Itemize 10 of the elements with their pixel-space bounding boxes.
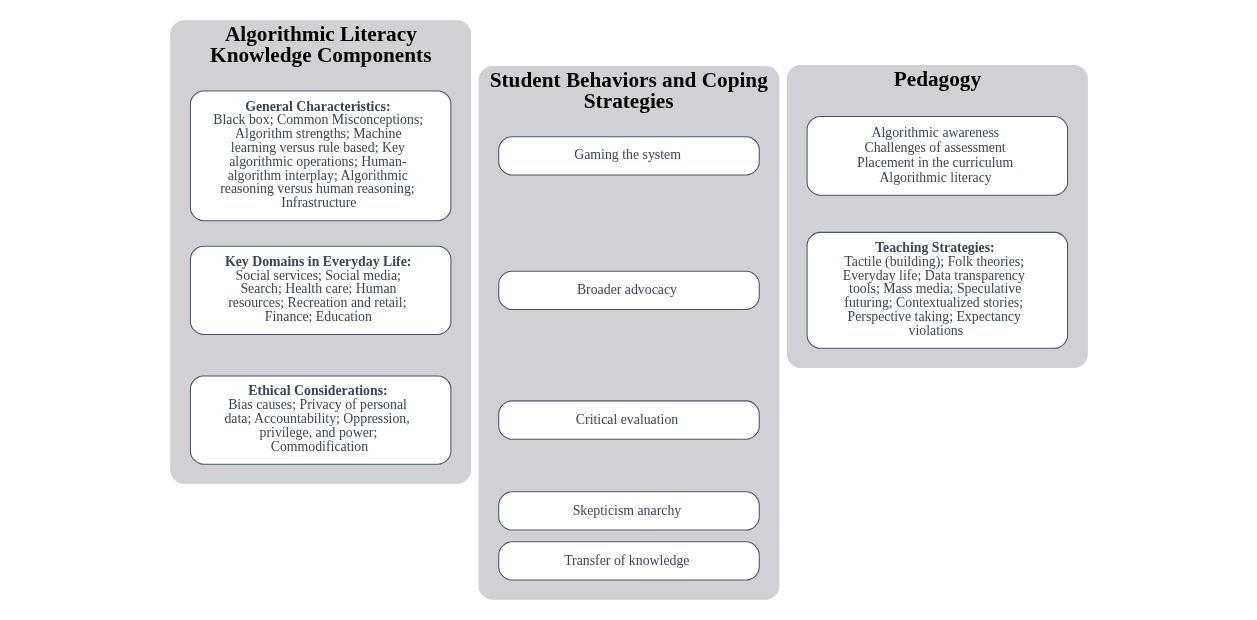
node-box: Critical evaluation (497, 400, 760, 440)
node-box: Transfer of knowledge (497, 541, 760, 581)
node-box: General Characteristics: Black box; Common Misconceptions; Algorithm strengths; Machine learning versus rule based; Key algorithmic operations; Human-algorithm interplay; Algorithmic reasoning versus human reasoning; Infrastructure (189, 90, 451, 222)
node-box: Algorithmic awareness Challenges of assessment Placement in the curriculum Algorithmic literacy (806, 115, 1068, 196)
node-box: Skepticism anarchy (497, 491, 760, 531)
node-box: Teaching Strategies: Tactile (building); Folk theories; Everyday life; Data transparency tools; Mass media; Speculative futuring; Contextualized stories; Perspective taking; Expectancy violations (806, 231, 1068, 349)
node-box: Gaming the system (497, 136, 760, 176)
node-box: Key Domains in Everyday Life: Social services; Social media; Search; Health care; Human resources; Recreation and retail; Finance; Education (189, 245, 451, 335)
node-box: Broader advocacy (497, 270, 760, 310)
node-box: Ethical Considerations: Bias causes; Privacy of personal data; Accountability; Oppression, privilege, and power; Commodification (189, 375, 451, 465)
